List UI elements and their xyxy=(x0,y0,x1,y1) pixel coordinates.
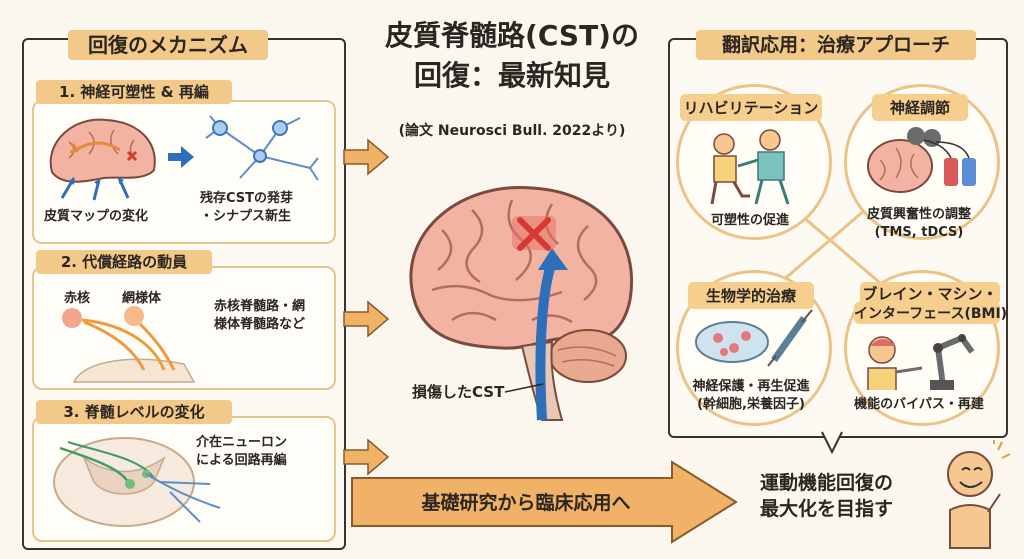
rehabilitation-caption: 可塑性の促進 xyxy=(710,213,789,228)
neuromodulation-caption-line2: (TMS, tDCS) xyxy=(874,225,964,240)
section-spinal-title: 3. 脊髄レベルの変化 xyxy=(36,400,232,424)
spinal-cord-cross-section xyxy=(53,437,221,527)
banner-text: 基礎研究から臨床応用へ xyxy=(421,492,631,514)
biological-therapy-title: 生物学的治療 xyxy=(688,282,814,309)
section-plasticity-title: 1. 神経可塑性 & 再編 xyxy=(36,80,232,104)
citation-text: (論文 Neurosci Bull. 2022より) xyxy=(398,123,626,139)
arrow-right-icon xyxy=(168,146,194,168)
sprouting-caption-line2: ・シナプス新生 xyxy=(200,209,292,224)
robotic-arm-icon xyxy=(867,334,975,390)
spinal-caption-line1: 介在ニューロン xyxy=(196,435,288,450)
neuromodulation-title: 神経調節 xyxy=(872,94,968,121)
approach-heading: 翻訳応用：治療アプローチ xyxy=(696,30,976,60)
biological-caption-line2: (幹細胞,栄養因子) xyxy=(697,397,805,412)
compensatory-caption-line2: 様体脊髄路など xyxy=(214,317,306,332)
bmi-title-line1: ブレイン・マシン・ xyxy=(860,282,1000,305)
compensatory-pathway-diagram xyxy=(62,306,196,383)
spinal-caption-line2: による回路再編 xyxy=(196,453,287,468)
cortical-map-brain-icon xyxy=(49,118,156,201)
banner-arrow xyxy=(351,460,738,544)
petri-dish-syringe-icon xyxy=(695,309,813,367)
bmi-caption: 機能のバイパス・再建 xyxy=(854,397,984,412)
goal-text-line2: 最大化を目指す xyxy=(760,498,894,520)
mechanism-heading: 回復のメカニズム xyxy=(68,30,268,60)
section-compensatory-title: 2. 代償経路の動員 xyxy=(36,250,212,274)
smiling-character-icon xyxy=(947,440,1011,549)
neuron-sprouting-icon xyxy=(205,115,319,181)
section-compensatory xyxy=(32,266,336,390)
damaged-cst-label: 損傷したCST xyxy=(412,383,505,401)
arrow-right-icon xyxy=(343,138,390,176)
brain-stimulation-icon xyxy=(867,127,976,193)
rehabilitation-title: リハビリテーション xyxy=(680,94,822,121)
biological-caption-line1: 神経保護・再生促進 xyxy=(692,379,810,394)
speech-pointer xyxy=(821,431,843,455)
page-title-line1: 皮質脊髄路(CST)の xyxy=(385,19,639,52)
goal-text-line1: 運動機能回復の xyxy=(760,472,894,494)
red-nucleus-label: 赤核 xyxy=(64,291,91,306)
brain-illustration xyxy=(409,186,633,421)
reticular-formation-label: 網様体 xyxy=(122,291,162,306)
cortical-map-caption: 皮質マップの変化 xyxy=(44,209,149,224)
sprouting-caption-line1: 残存CSTの発芽 xyxy=(200,191,294,206)
therapist-patient-icon xyxy=(710,129,790,205)
damaged-cst-pointer xyxy=(504,383,544,393)
page-title-line2: 回復：最新知見 xyxy=(413,59,610,92)
neuromodulation-caption-line1: 皮質興奮性の調整 xyxy=(866,207,971,222)
arrow-right-icon xyxy=(343,300,390,338)
bmi-title-line2: インターフェース(BMI) xyxy=(854,302,1007,324)
compensatory-caption-line1: 赤核脊髄路・網 xyxy=(214,299,306,314)
arrow-right-icon xyxy=(343,438,390,476)
